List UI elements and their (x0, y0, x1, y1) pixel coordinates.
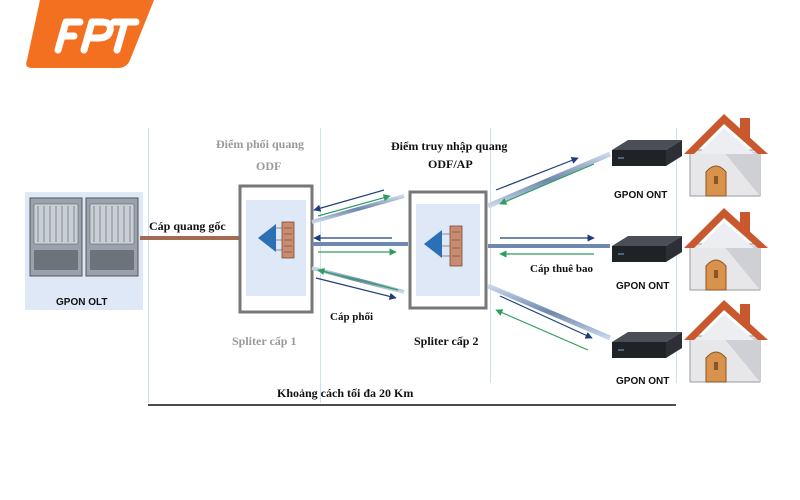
olt-rack-left (29, 197, 83, 277)
ap-splitter-2 (408, 190, 488, 310)
separator-line (320, 128, 321, 403)
ont-label-2: GPON ONT (616, 281, 670, 292)
distribution-cable-label: Cáp phối (330, 311, 374, 323)
distribution-cables (311, 189, 408, 300)
odf-title: Điểm phối quang (216, 137, 305, 151)
separator-line (490, 128, 491, 383)
ont-label-3: GPON ONT (616, 376, 670, 387)
subscriber-cables (487, 151, 611, 351)
house-icon (684, 208, 768, 291)
distance-label: Khoảng cách tối đa 20 Km (277, 386, 414, 400)
ont-device-3 (612, 332, 682, 358)
feeder-cable-label: Cáp quang gốc (149, 219, 226, 233)
ont-label-1: GPON ONT (614, 190, 668, 201)
ap-title: Điểm truy nhập quang (391, 139, 508, 153)
ap-subtitle: ODF/AP (428, 157, 473, 171)
house-icon (684, 300, 768, 383)
subscriber-cable-label: Cáp thuê bao (530, 263, 593, 275)
ont-device-1 (612, 140, 682, 166)
odf-subtitle: ODF (256, 159, 282, 173)
olt-device (25, 192, 143, 310)
separator-line (148, 128, 149, 403)
ont-device-2 (612, 236, 682, 262)
olt-rack-right (85, 197, 139, 277)
splitter-1-label: Spliter cấp 1 (232, 334, 297, 348)
house-icon (684, 114, 768, 197)
odf-splitter-1 (238, 184, 314, 314)
separator-line (676, 128, 677, 383)
olt-label: GPON OLT (56, 297, 108, 308)
splitter-2-label: Spliter cấp 2 (414, 334, 479, 348)
fpt-logo (26, 0, 154, 68)
